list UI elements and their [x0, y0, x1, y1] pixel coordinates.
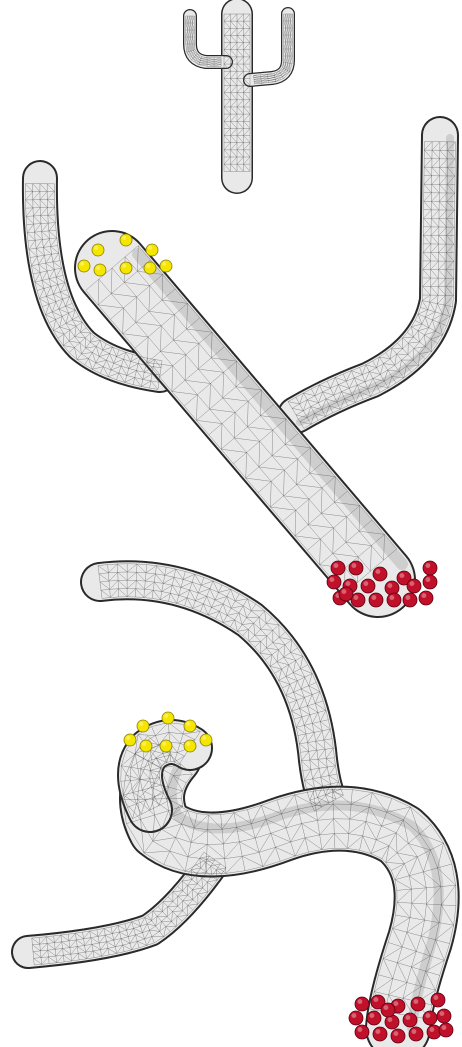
handle-point: [200, 734, 212, 746]
anchor-point: [349, 1011, 363, 1025]
handle-point: [144, 262, 156, 274]
anchor-point: [411, 997, 425, 1011]
cactus-right-arm: [250, 14, 288, 80]
anchor-point-highlight: [413, 999, 418, 1004]
bent-cactus-mesh: [25, 135, 455, 594]
handle-point-highlight: [164, 714, 168, 718]
handle-point: [140, 740, 152, 752]
anchor-point-highlight: [429, 1027, 434, 1032]
anchor-point: [355, 1025, 369, 1039]
handle-point-highlight: [162, 742, 166, 746]
twisted-cactus-panel: [0, 560, 462, 1047]
handle-point-highlight: [202, 736, 206, 740]
anchor-point-highlight: [439, 1011, 444, 1016]
handle-point-highlight: [122, 264, 126, 268]
anchor-point-highlight: [357, 999, 362, 1004]
handle-point: [137, 720, 149, 732]
anchor-point-highlight: [405, 1015, 410, 1020]
handle-point-highlight: [148, 246, 152, 250]
anchor-point-highlight: [357, 1027, 362, 1032]
anchor-point: [437, 1009, 451, 1023]
handle-point-highlight: [139, 722, 143, 726]
handle-point-highlight: [186, 722, 190, 726]
anchor-point-highlight: [383, 1005, 388, 1010]
handle-point-highlight: [96, 266, 100, 270]
handle-point-highlight: [142, 742, 146, 746]
handle-point-highlight: [122, 236, 126, 240]
handle-point: [184, 740, 196, 752]
cactus-wireframe: [186, 14, 293, 171]
handle-point: [160, 260, 172, 272]
handle-point: [120, 234, 132, 246]
twisted-cactus-mesh: [28, 564, 456, 1028]
handle-point-highlight: [146, 264, 150, 268]
anchor-point: [423, 1011, 437, 1025]
bent-right-arm: [296, 135, 440, 415]
anchor-point: [355, 997, 369, 1011]
handle-point-highlight: [80, 262, 84, 266]
handle-point-highlight: [126, 736, 130, 740]
anchor-point-highlight: [375, 1029, 380, 1034]
anchor-point-highlight: [425, 1013, 430, 1018]
anchor-point: [381, 1003, 395, 1017]
bent-trunk-shade: [138, 254, 402, 564]
handle-point: [124, 734, 136, 746]
anchor-point-highlight: [393, 1001, 398, 1006]
anchor-point: [373, 1027, 387, 1041]
anchor-point: [409, 1027, 423, 1041]
handle-point: [92, 244, 104, 256]
handle-point-highlight: [186, 742, 190, 746]
anchor-point-highlight: [441, 1025, 446, 1030]
anchor-point-highlight: [433, 995, 438, 1000]
anchor-point: [367, 1011, 381, 1025]
handle-point: [162, 712, 174, 724]
handle-point: [160, 740, 172, 752]
handle-point-highlight: [162, 262, 166, 266]
anchor-point: [391, 1029, 405, 1043]
bent-cactus-panel: [0, 150, 462, 620]
anchor-point-highlight: [369, 1013, 374, 1018]
handle-point: [78, 260, 90, 272]
anchor-point-highlight: [411, 1029, 416, 1034]
anchor-point-highlight: [373, 997, 378, 1002]
handle-point: [94, 264, 106, 276]
handle-point: [184, 720, 196, 732]
anchor-point-highlight: [393, 1031, 398, 1036]
anchor-point: [439, 1023, 453, 1037]
anchor-point-highlight: [387, 1017, 392, 1022]
anchor-point: [431, 993, 445, 1007]
anchor-point-highlight: [351, 1013, 356, 1018]
anchor-point: [403, 1013, 417, 1027]
handle-point: [146, 244, 158, 256]
handle-point: [120, 262, 132, 274]
handle-point-highlight: [94, 246, 98, 250]
